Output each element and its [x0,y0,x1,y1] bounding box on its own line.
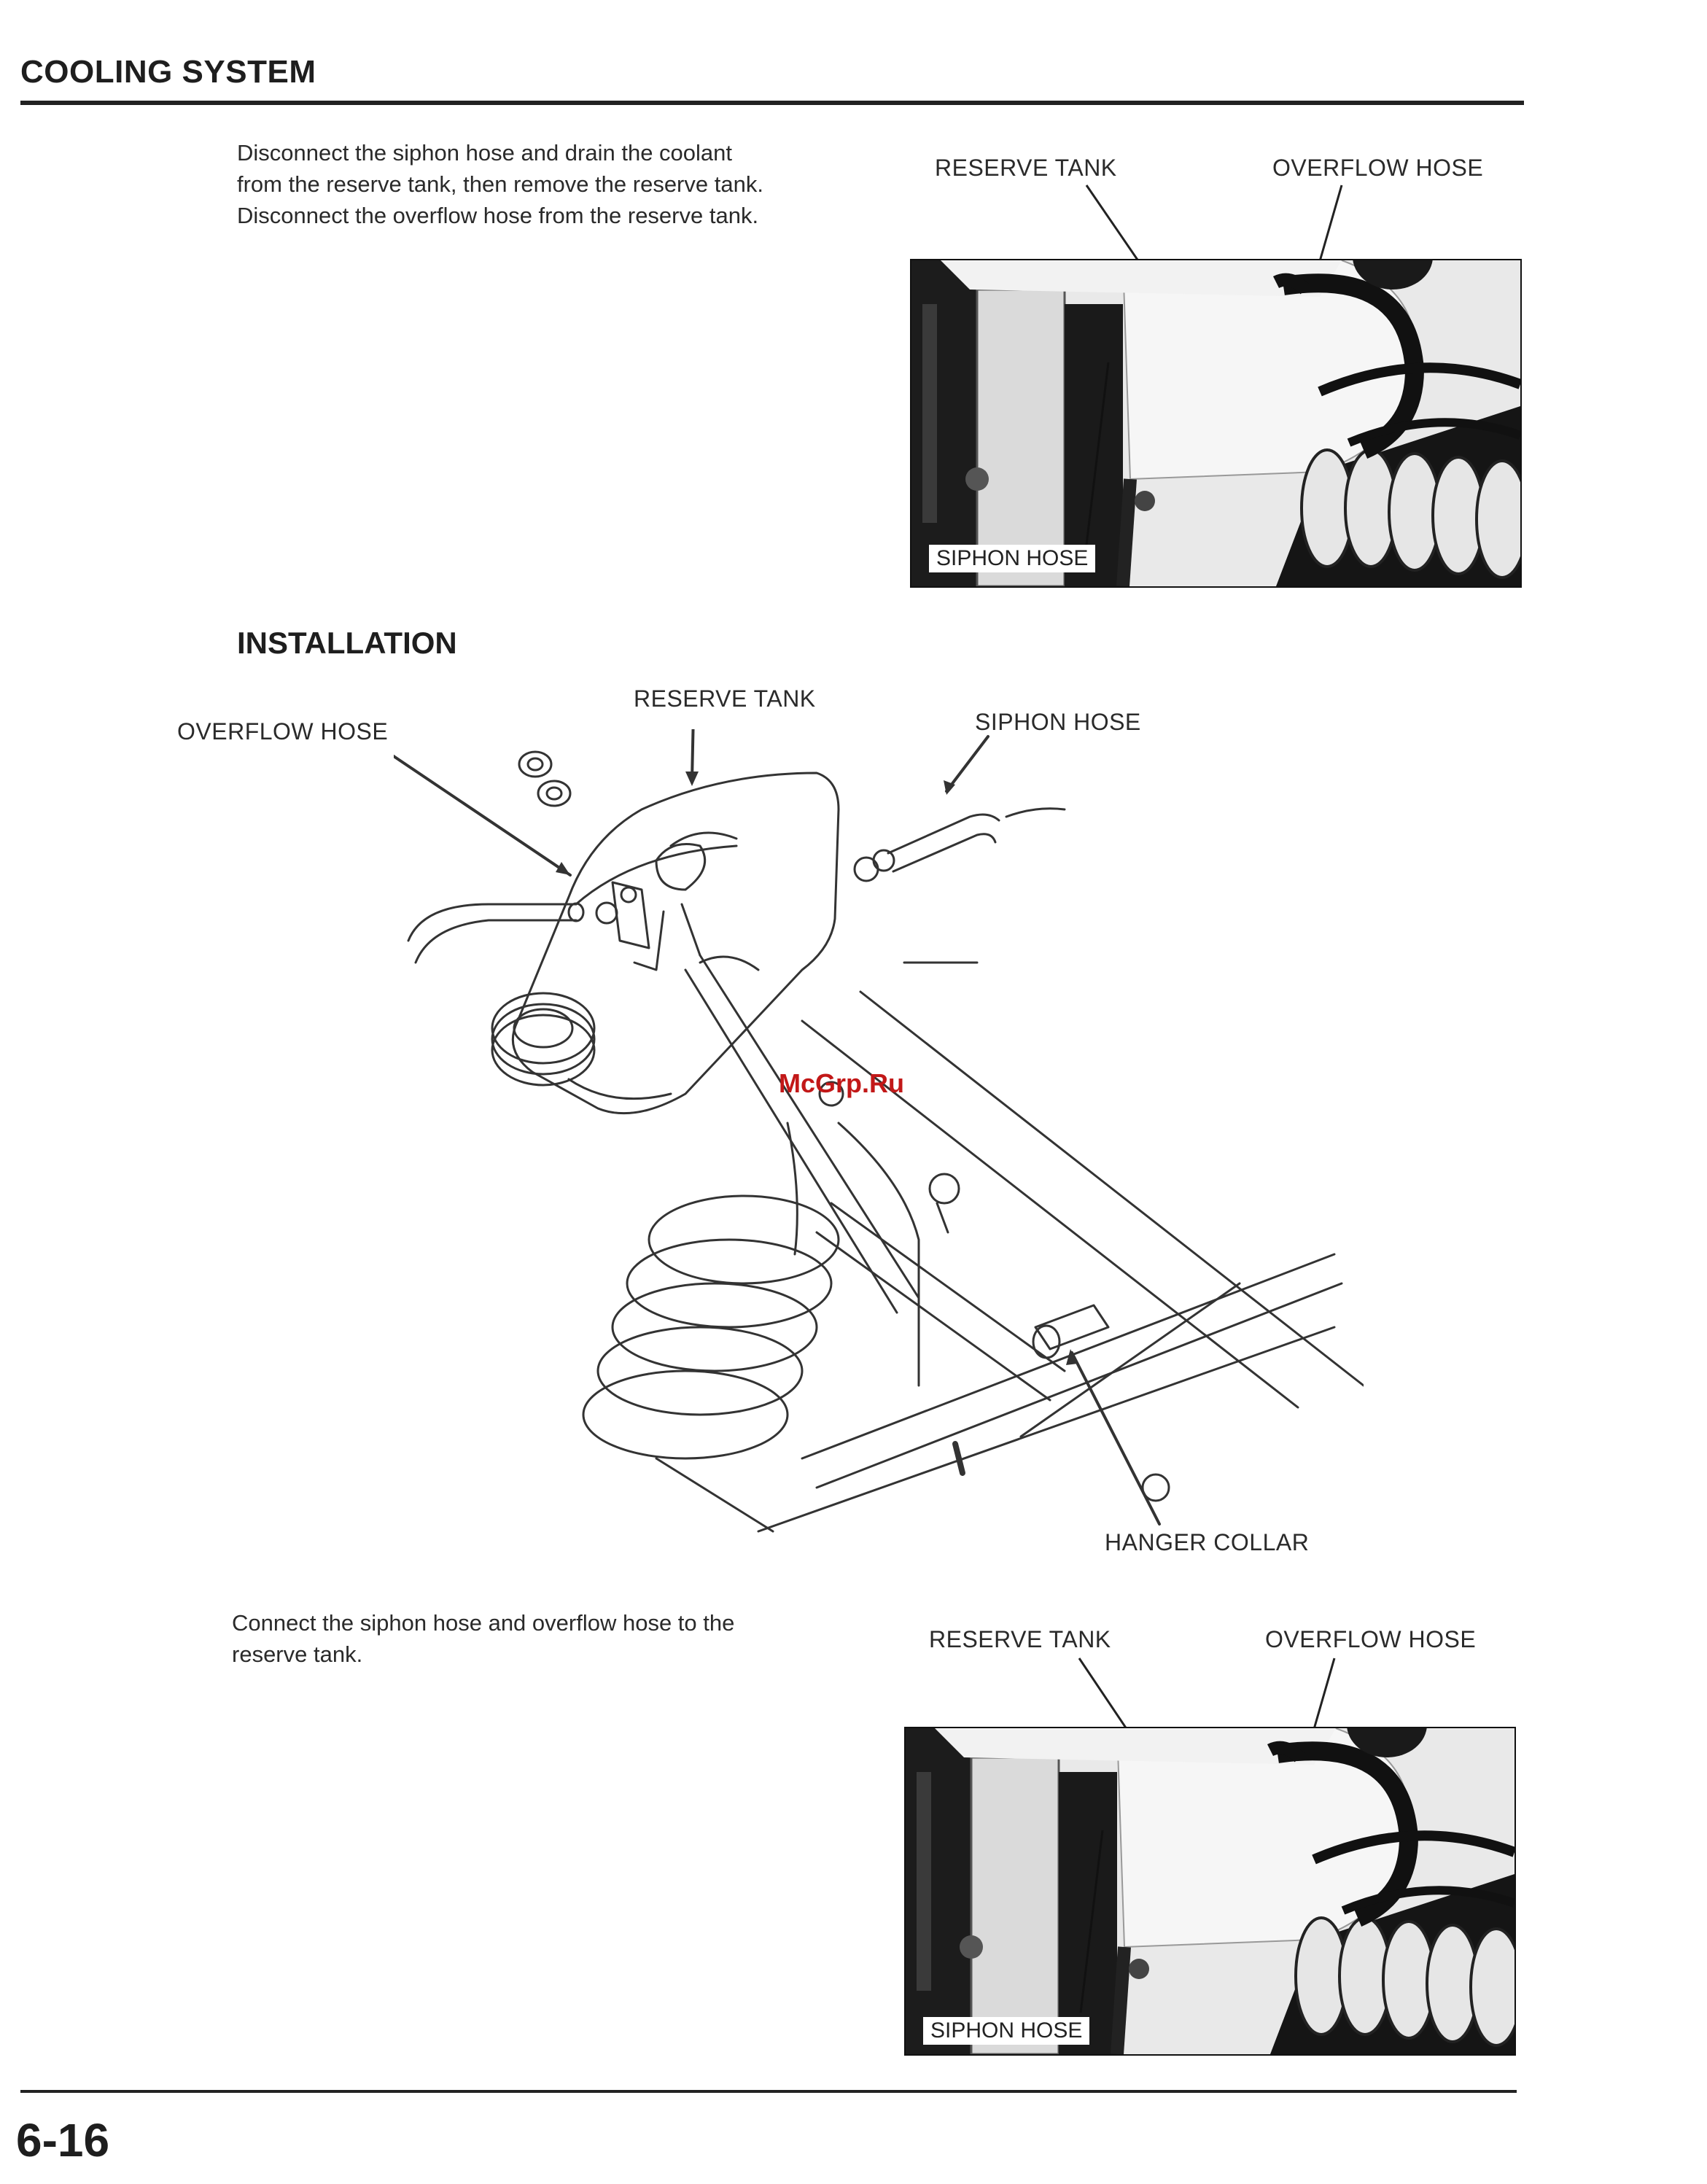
section-title: COOLING SYSTEM [20,54,316,90]
installation-diagram [394,729,1364,1575]
installation-overflow-hose-callout: OVERFLOW HOSE [177,718,389,745]
reserve-tank-installed-photo-illustration [906,1728,1514,2054]
installation-instructions: Connect the siphon hose and overflow hos… [232,1607,874,1670]
header-rule [20,101,1524,105]
installation-line-2: reserve tank. [232,1641,363,1667]
reserve-tank-photo-illustration [911,260,1520,586]
removal-instructions: Disconnect the siphon hose and drain the… [237,137,879,231]
removal-overflow-hose-callout: OVERFLOW HOSE [1272,155,1484,181]
removal-line-2: from the reserve tank, then remove the r… [237,171,763,197]
footer-rule [20,2090,1517,2093]
installation-photo: SIPHON HOSE [904,1727,1516,2056]
page-number: 6-16 [16,2114,110,2166]
installation-reserve-tank-callout: RESERVE TANK [634,685,816,712]
installation-photo-siphon-hose-callout: SIPHON HOSE [923,2017,1090,2045]
installation-photo-reserve-tank-callout: RESERVE TANK [929,1626,1111,1652]
installation-line-1: Connect the siphon hose and overflow hos… [232,1610,735,1636]
removal-line-1: Disconnect the siphon hose and drain the… [237,140,733,166]
removal-siphon-hose-callout: SIPHON HOSE [929,545,1096,572]
installation-heading: INSTALLATION [237,626,457,660]
installation-hanger-collar-callout: HANGER COLLAR [1105,1529,1310,1555]
installation-photo-overflow-hose-callout: OVERFLOW HOSE [1265,1626,1477,1652]
installation-siphon-hose-callout: SIPHON HOSE [975,709,1141,735]
removal-reserve-tank-callout: RESERVE TANK [935,155,1117,181]
removal-photo: SIPHON HOSE [910,259,1522,588]
watermark: McGrp.Ru [779,1068,905,1098]
removal-line-3: Disconnect the overflow hose from the re… [237,203,759,228]
reserve-tank-exploded-view [394,729,1364,1533]
